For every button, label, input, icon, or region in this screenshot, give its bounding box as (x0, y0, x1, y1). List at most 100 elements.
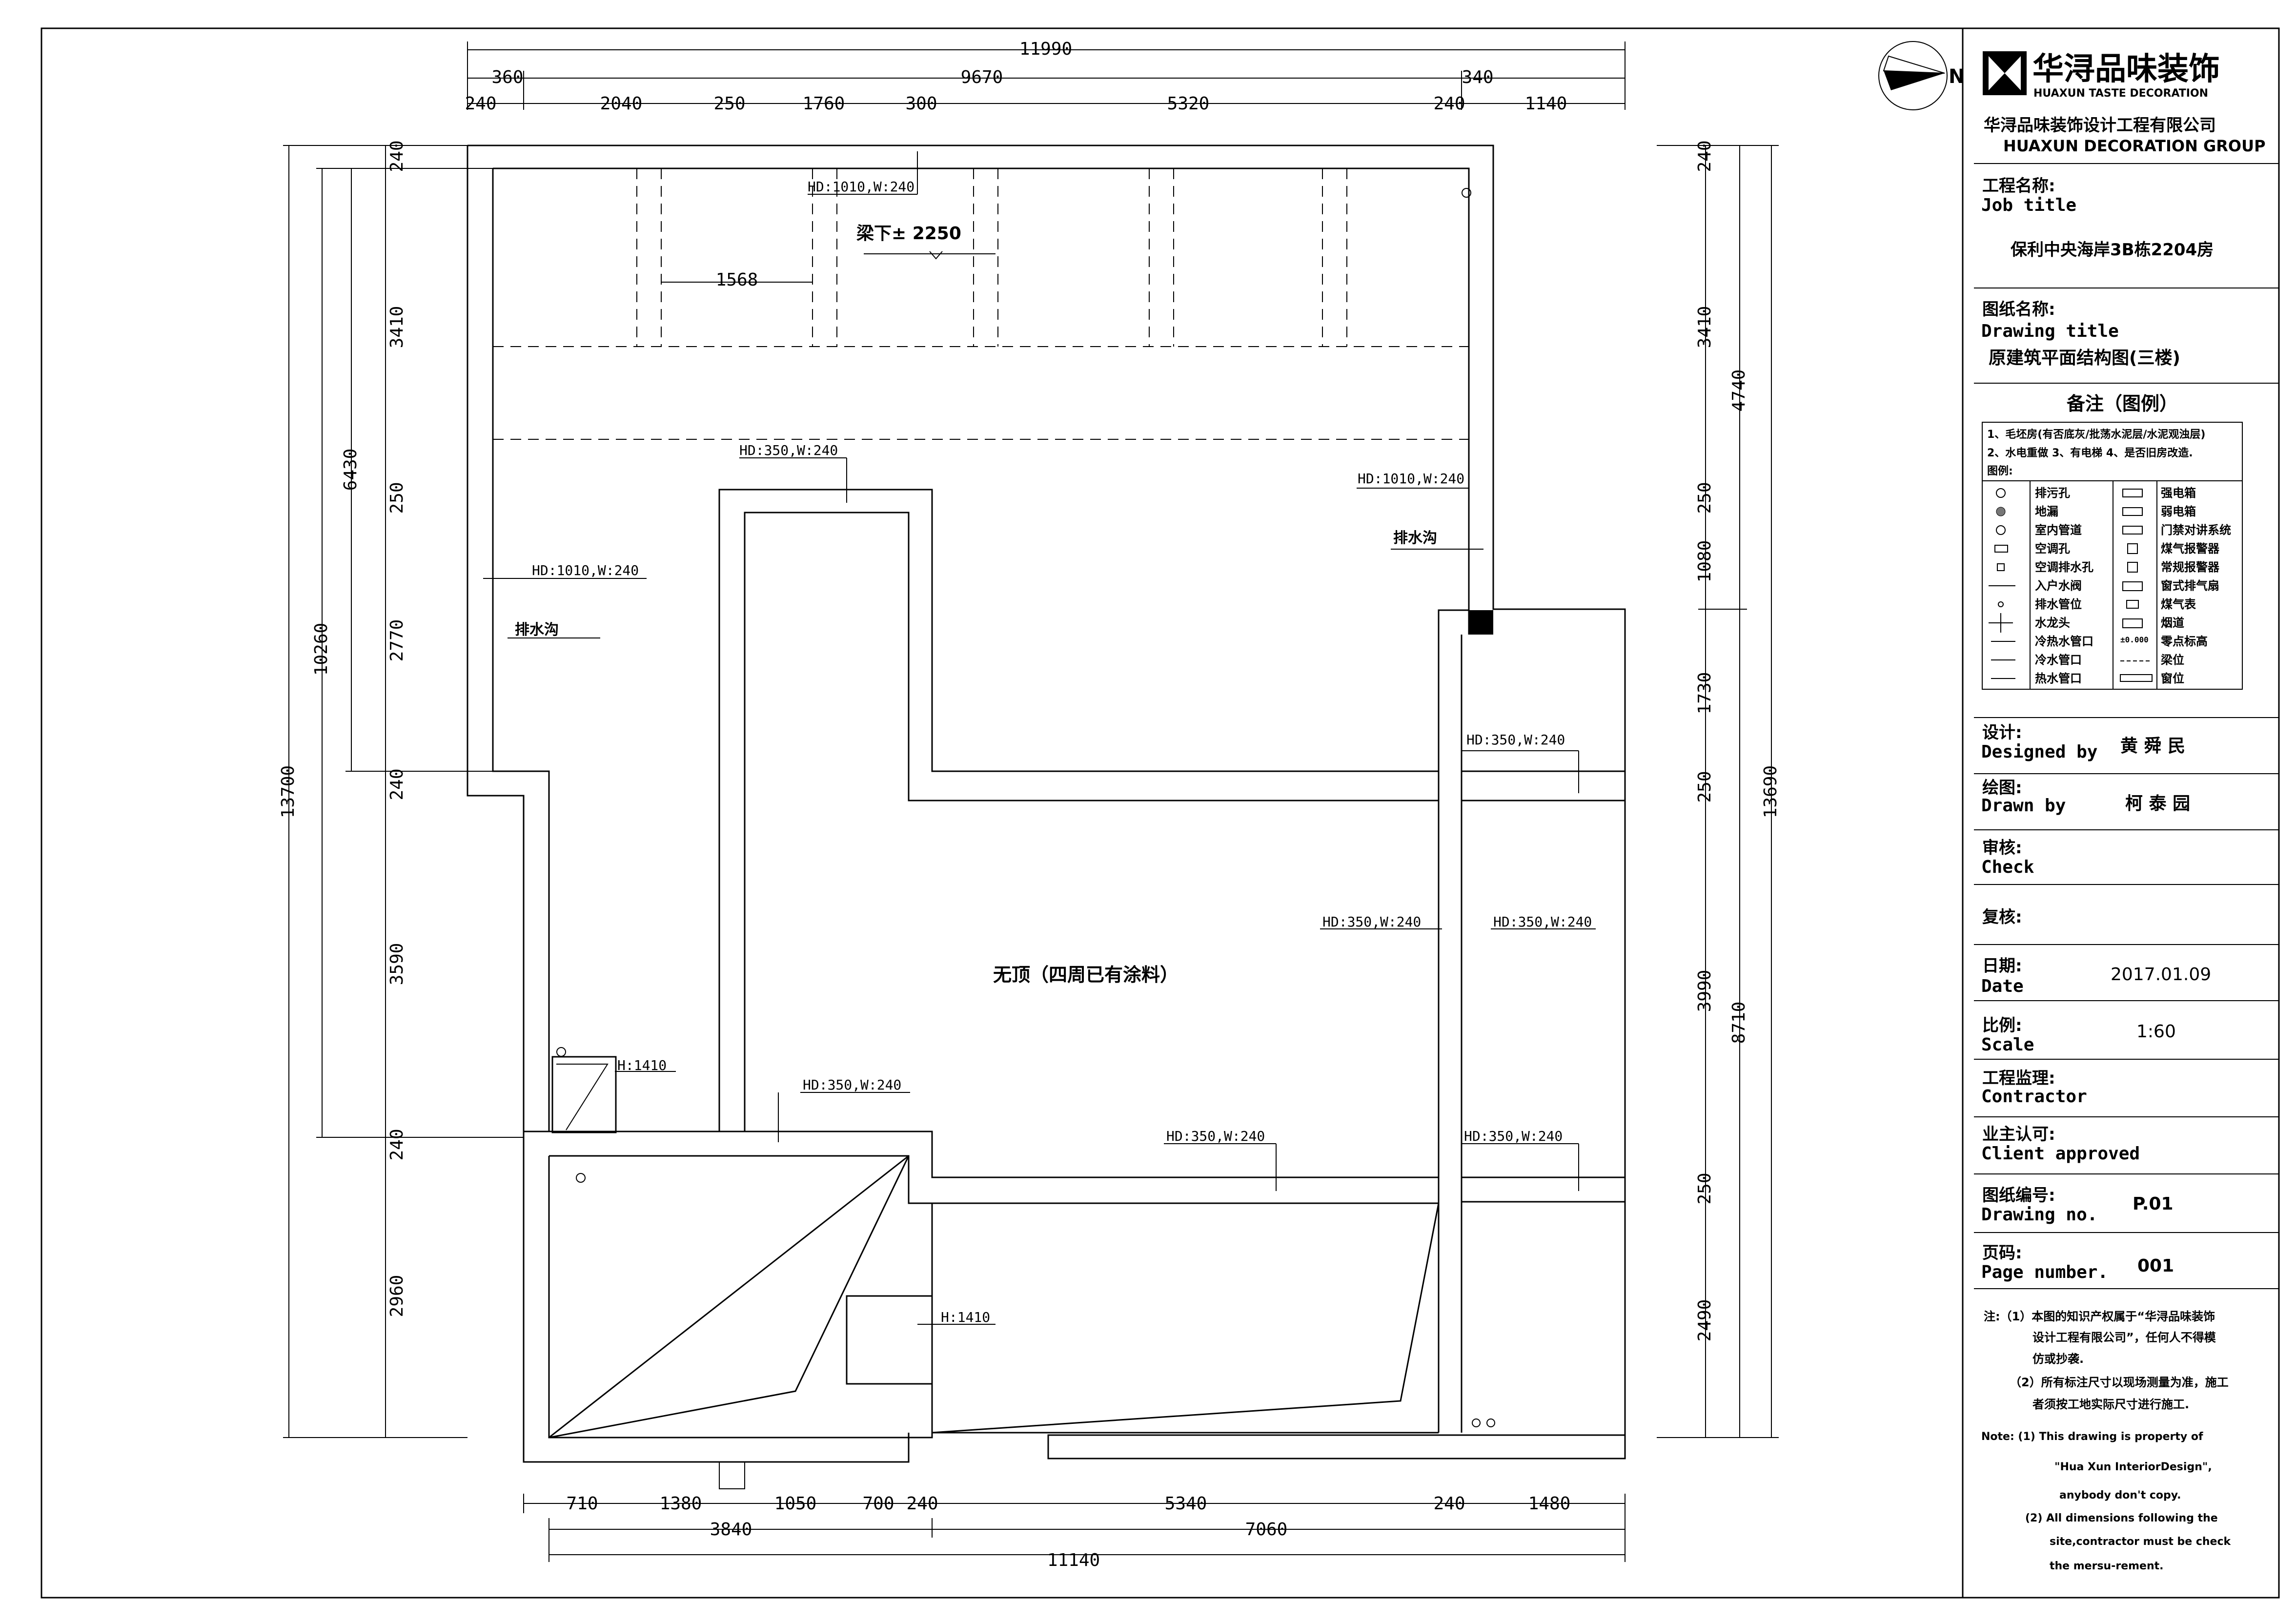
legend-note-2: 2、水电重做 3、有电梯 4、是否旧房改造. (1987, 447, 2193, 459)
dim-right-overall: 13690 (1761, 765, 1781, 818)
dim-top-seg: 240 (1433, 94, 1465, 114)
drawing-title-label-en: Drawing title (1981, 321, 2119, 341)
dim-top-seg: 2040 (600, 94, 643, 114)
dim-bottom-seg: 710 (566, 1494, 598, 1514)
drawn-label-en: Drawn by (1981, 796, 2066, 816)
flue-icon (2122, 618, 2143, 628)
dims-right: 240 3410 250 1080 1730 250 3990 250 2490… (1695, 140, 1781, 1341)
job-title-value: 保利中央海岸3B栋2204房 (2011, 240, 2214, 260)
dims-top: 11990 360 9670 340 240 2040 250 1760 300… (465, 39, 1567, 114)
beam-label: HD:1010,W:240 (808, 179, 914, 195)
dims-left: 13700 10260 6430 240 3410 250 2770 240 3… (278, 140, 407, 1317)
dim-top-seg: 240 (465, 94, 496, 114)
indoor-pipe-icon (1996, 525, 2006, 535)
designer-label-en: Designed by (1981, 742, 2097, 762)
legend-item: 空调排水孔 (2035, 560, 2093, 574)
dim-top-seg: 1140 (1525, 94, 1567, 114)
dim-left-seg: 2960 (387, 1275, 407, 1317)
dim-bottom-seg: 1050 (774, 1494, 817, 1514)
beam-label: HD:1010,W:240 (1358, 471, 1464, 487)
ac-drain-icon (1997, 563, 2005, 571)
dim-left-seg: 240 (387, 1129, 407, 1160)
dim-left-seg: 240 (387, 768, 407, 800)
scale-label-cn: 比例: (1982, 1016, 2022, 1035)
legend-item: 烟道 (2161, 616, 2184, 630)
contractor-label-en: Contractor (1981, 1087, 2087, 1107)
scale-label-en: Scale (1981, 1035, 2034, 1055)
dim-bottom-seg: 240 (1433, 1494, 1465, 1514)
scale-value: 1:60 (2136, 1022, 2176, 1042)
beam-label: HD:350,W:240 (1322, 914, 1421, 930)
legend-item: 窗位 (2161, 672, 2184, 685)
check-label-cn: 审核: (1982, 838, 2022, 858)
note-cn: 设计工程有限公司”，任何人不得模 (2032, 1331, 2216, 1344)
dim-top-seg: 250 (713, 94, 745, 114)
review-label-cn: 复核: (1982, 907, 2022, 927)
dim-top-sub: 340 (1462, 67, 1493, 87)
client-label-cn: 业主认可: (1982, 1125, 2055, 1144)
beam-label: HD:350,W:240 (1166, 1128, 1265, 1144)
beam-label: HD:350,W:240 (1466, 732, 1565, 748)
dim-bottom-seg: 1380 (660, 1494, 702, 1514)
dim-left-seg: 3410 (387, 306, 407, 349)
legend-item: 室内管道 (2035, 523, 2082, 537)
dim-top-seg: 300 (905, 94, 937, 114)
drawn-label-cn: 绘图: (1982, 778, 2022, 798)
company-name-en: HUAXUN DECORATION GROUP (2003, 137, 2266, 155)
legend-item: 排污孔 (2035, 486, 2070, 500)
dim-right-seg: 250 (1695, 1172, 1715, 1204)
window-height-label: H:1410 (941, 1309, 990, 1325)
dim-bottom-sub: 3840 (710, 1520, 752, 1540)
dim-top-seg: 5320 (1167, 94, 1210, 114)
dim-bottom-overall: 11140 (1047, 1550, 1100, 1570)
contractor-label-cn: 工程监理: (1982, 1069, 2055, 1088)
beam-label: HD:1010,W:240 (532, 562, 639, 578)
drawing-title-value: 原建筑平面结构图(三楼) (1989, 348, 2180, 368)
legend-item: 冷热水管口 (2035, 635, 2093, 648)
dim-left-sub: 10260 (311, 623, 331, 676)
drawn-value: 柯 泰 园 (2125, 794, 2190, 814)
legend-item: 煤气表 (2161, 597, 2196, 611)
client-label-en: Client approved (1981, 1144, 2140, 1164)
dim-top-sub: 360 (491, 67, 523, 87)
dim-top-overall: 11990 (1019, 39, 1072, 59)
dim-right-seg: 2490 (1695, 1299, 1715, 1342)
drawing-no-label-en: Drawing no. (1981, 1205, 2097, 1225)
north-label: N (1949, 65, 1965, 88)
beam-label: HD:350,W:240 (1493, 914, 1592, 930)
designer-value: 黄 舜 民 (2120, 736, 2185, 756)
logo-subtext: HUAXUN TASTE DECORATION (2033, 87, 2208, 100)
no-ceiling-label: 无顶（四周已有涂料） (993, 964, 1178, 986)
legend-item: 冷水管口 (2035, 653, 2082, 667)
window-height-label: H:1410 (617, 1057, 667, 1073)
legend-item: 煤气报警器 (2161, 542, 2220, 555)
legend-item: 排水管位 (2035, 597, 2082, 611)
beam-clearance-label: 梁下± 2250 (856, 224, 961, 244)
power-box-icon (2122, 489, 2143, 497)
dim-left-seg: 3590 (387, 943, 407, 986)
dim-right-seg: 1730 (1695, 672, 1715, 715)
legend-item: 门禁对讲系统 (2161, 523, 2231, 537)
dim-right-seg: 250 (1695, 771, 1715, 802)
legend-note-3: 图例: (1987, 465, 2013, 477)
title-block: 华浔品味装饰 HUAXUN TASTE DECORATION 华浔品味装饰设计工… (1974, 51, 2279, 1572)
dim-left-overall: 13700 (278, 765, 298, 818)
dim-right-sub: 8710 (1729, 1002, 1749, 1044)
note-cn: 仿或抄袭. (2032, 1352, 2084, 1366)
legend-item: 空调孔 (2035, 542, 2070, 555)
weak-current-box-icon (2122, 507, 2143, 516)
legend-item: 入户水阀 (2035, 579, 2082, 593)
legend-item: 零点标高 (2160, 635, 2208, 648)
dim-bottom-seg: 5340 (1165, 1494, 1207, 1514)
drain-circles (556, 188, 1495, 1427)
note-en: anybody don't copy. (2059, 1489, 2181, 1501)
note-cn: 者须按工地实际尺寸进行施工. (2032, 1398, 2189, 1411)
legend-note-1: 1、毛坯房(有否底灰/批荡水泥层/水泥观浊层) (1987, 428, 2206, 441)
dimension-lines (283, 41, 1779, 1562)
dim-bottom-seg: 240 (906, 1494, 938, 1514)
dim-left-seg: 2770 (387, 619, 407, 662)
note-en: the mersu-rement. (2050, 1560, 2164, 1572)
date-label-en: Date (1981, 976, 2024, 996)
designer-label-cn: 设计: (1982, 723, 2022, 742)
